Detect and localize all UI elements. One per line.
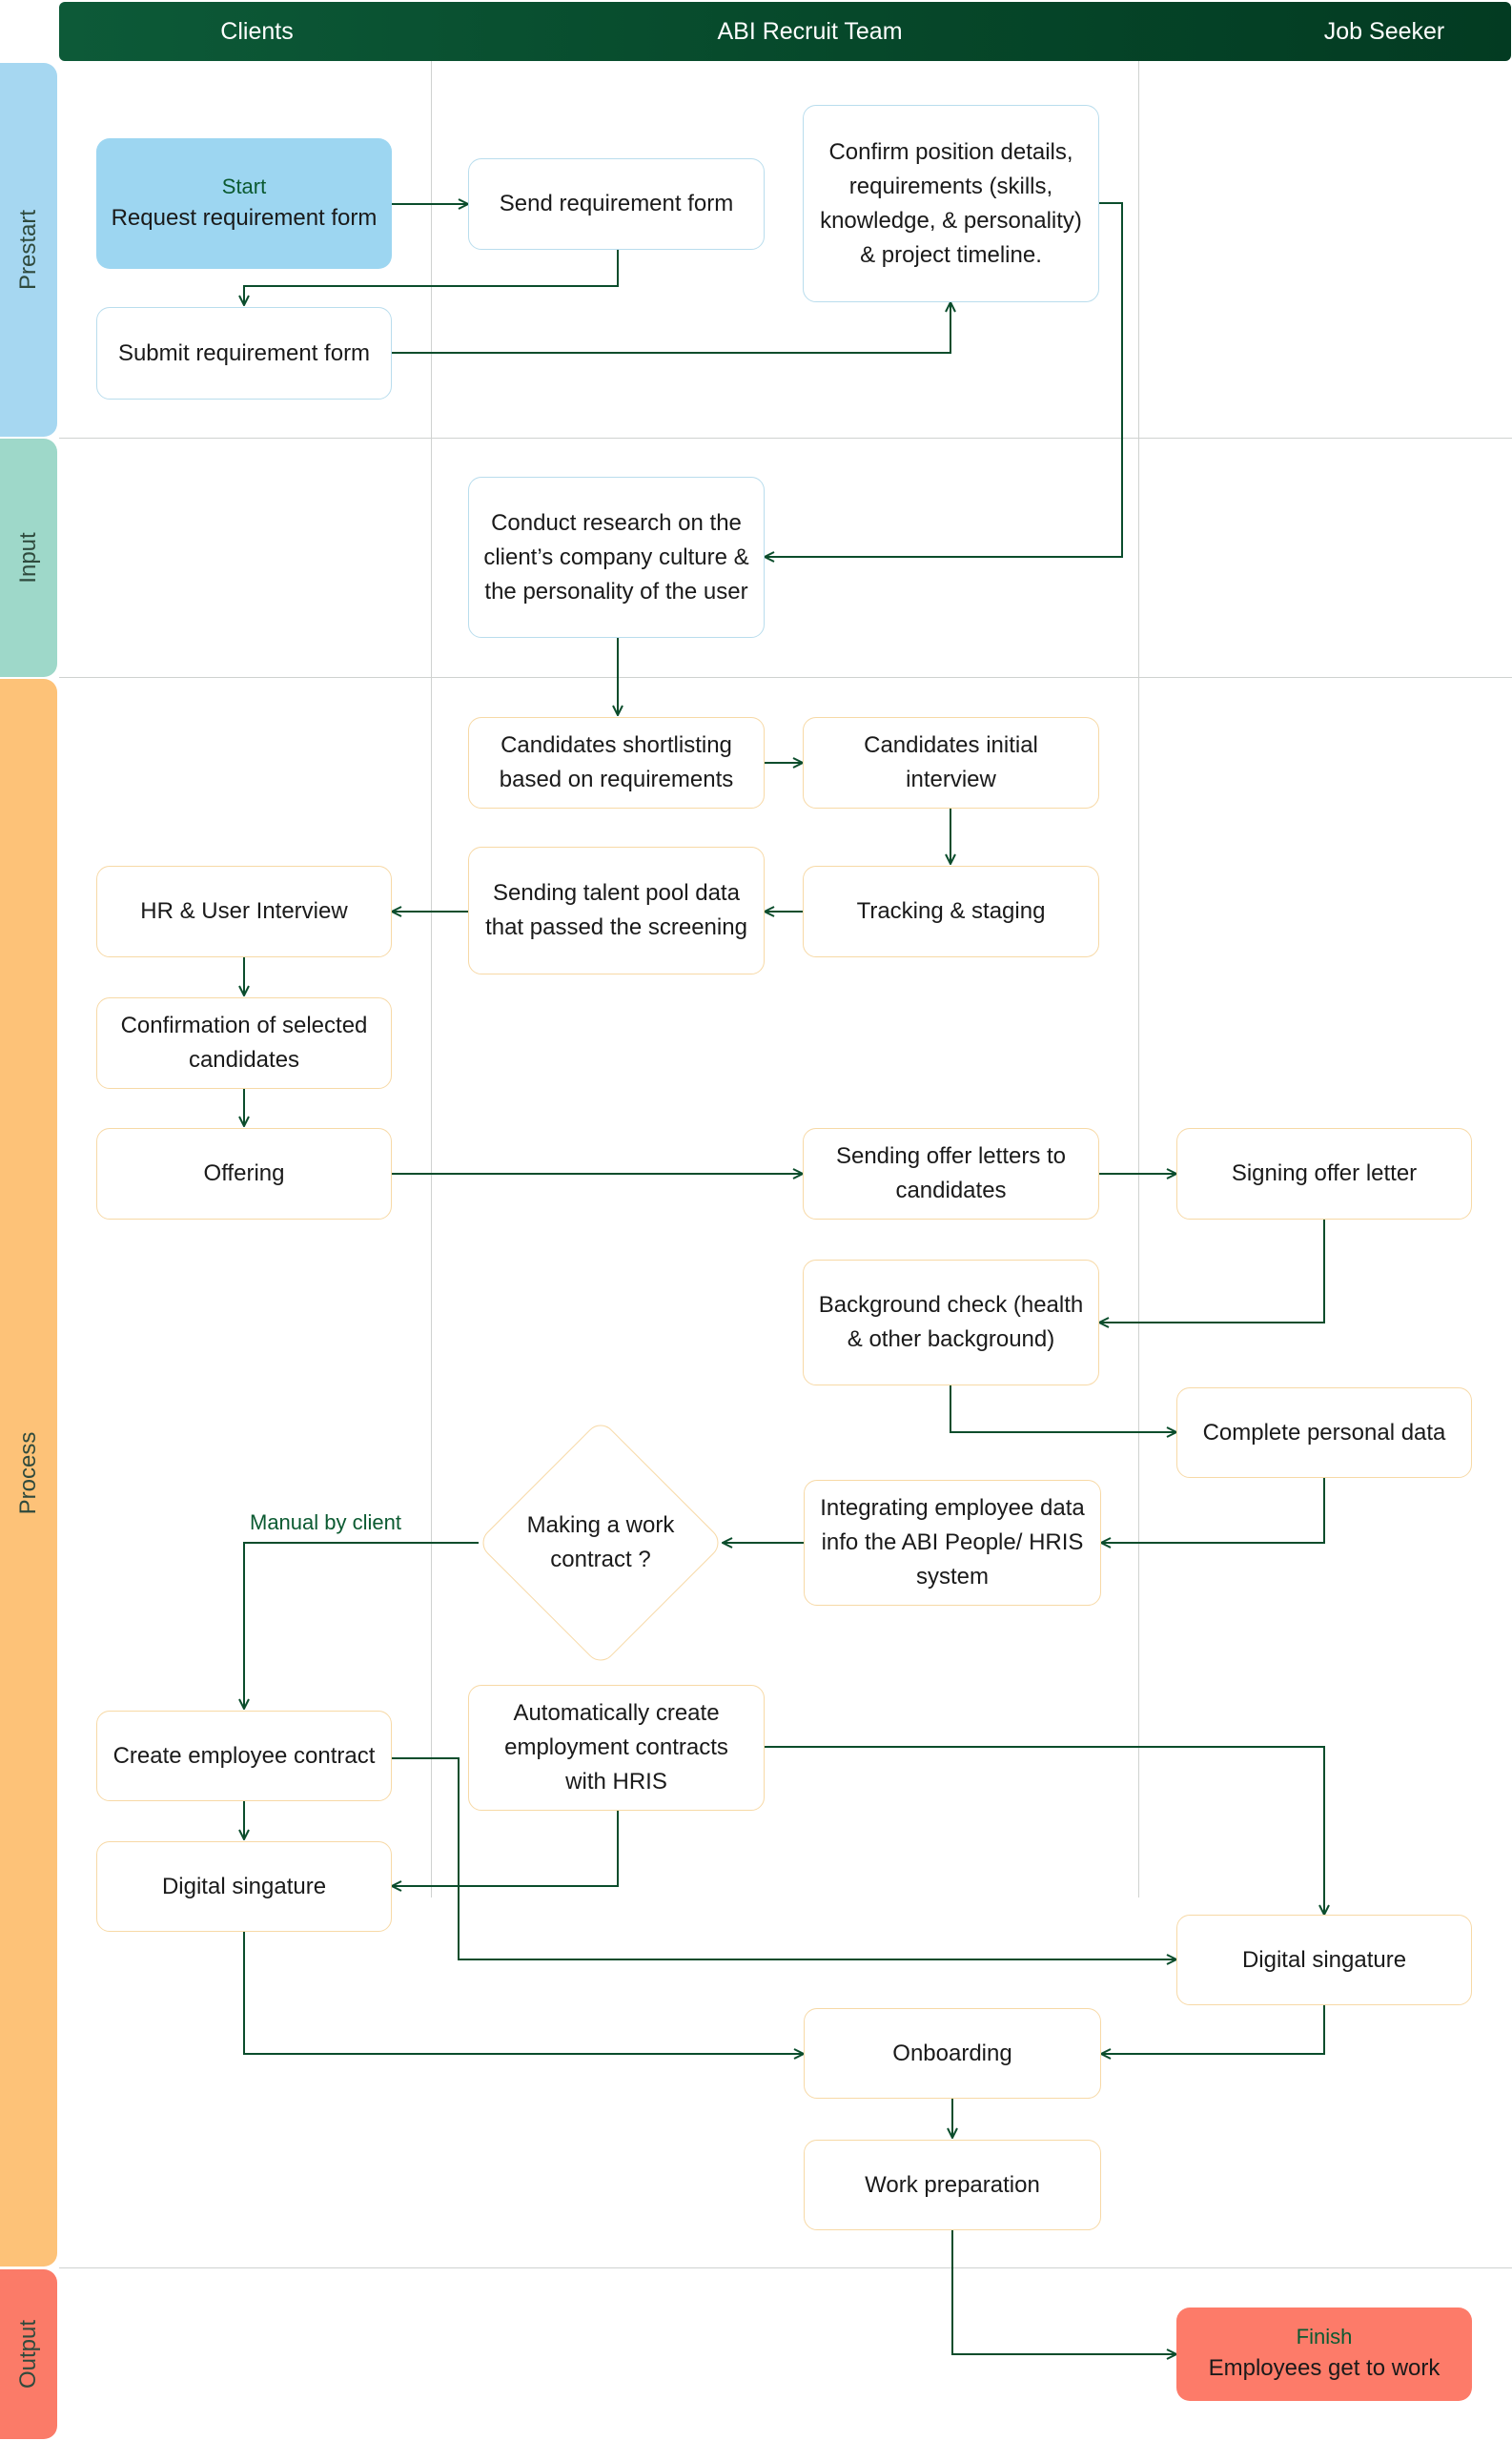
edge-confirm-to-research — [765, 202, 1123, 557]
edge-seeker-sig-to-onboarding — [1101, 2004, 1325, 2054]
node-confirm-details: Confirm position details, requirements (… — [803, 105, 1099, 302]
column-divider-1 — [431, 61, 432, 1897]
node-hr-interview: HR & User Interview — [96, 866, 392, 957]
node-send-form: Send requirement form — [468, 158, 765, 250]
node-research: Conduct research on the client’s company… — [468, 477, 765, 638]
node-personal-data: Complete personal data — [1176, 1387, 1472, 1478]
node-start: Start Request requirement form — [96, 138, 392, 269]
edge-decision-to-create-contract — [244, 1542, 479, 1709]
edge-personal-data-to-integrating — [1101, 1477, 1325, 1543]
lane-divider-prestart-input — [59, 438, 1512, 439]
node-tracking: Tracking & staging — [803, 866, 1099, 957]
edge-work-prep-to-finish — [951, 2230, 1176, 2354]
node-offer-letters: Sending offer letters to candidates — [803, 1128, 1099, 1220]
node-submit-form: Submit requirement form — [96, 307, 392, 400]
node-shortlisting: Candidates shortlisting based on require… — [468, 717, 765, 809]
node-initial-interview: Candidates initial interview — [803, 717, 1099, 809]
lane-prestart: Prestart — [0, 63, 57, 437]
node-confirmation: Confirmation of selected candidates — [96, 997, 392, 1089]
node-background-check: Background check (health & other backgro… — [803, 1260, 1099, 1385]
edge-submit-to-confirm — [392, 302, 950, 354]
lane-process: Process — [0, 679, 57, 2267]
edge-client-sig-to-onboarding — [243, 1932, 804, 2054]
edge-auto-contract-to-digital-sig — [392, 1811, 619, 1886]
node-signing: Signing offer letter — [1176, 1128, 1472, 1220]
column-title-recruit-team: ABI Recruit Team — [717, 18, 903, 45]
start-tag: Start — [221, 174, 267, 198]
edge-send-form-to-submit — [244, 248, 619, 305]
lane-divider-process-output — [59, 2267, 1512, 2268]
edge-auto-contract-to-seeker-sig — [765, 1746, 1324, 1915]
edge-signing-to-background — [1099, 1220, 1325, 1323]
node-create-contract: Create employee contract — [96, 1711, 392, 1801]
node-auto-contract: Automatically create employment contract… — [468, 1685, 765, 1811]
node-work-preparation: Work preparation — [804, 2140, 1101, 2230]
decision-label: Making a work contract ? — [526, 1512, 675, 1572]
node-start-label: Request requirement form — [111, 204, 378, 231]
lane-output: Output — [0, 2269, 57, 2439]
edge-background-to-personal-data — [950, 1385, 1176, 1432]
column-divider-2 — [1138, 61, 1139, 1897]
node-onboarding: Onboarding — [804, 2008, 1101, 2099]
edge-create-contract-to-seeker-sig — [392, 1757, 1176, 1959]
node-finish: Finish Employees get to work — [1176, 2308, 1472, 2401]
column-header-bar: Clients ABI Recruit Team Job Seeker — [59, 2, 1511, 61]
node-digital-signature-client: Digital singature — [96, 1841, 392, 1932]
node-talent-pool: Sending talent pool data that passed the… — [468, 847, 765, 974]
finish-tag: Finish — [1296, 2325, 1353, 2349]
node-integrating: Integrating employee data info the ABI P… — [804, 1480, 1101, 1606]
column-title-clients: Clients — [220, 18, 294, 45]
node-offering: Offering — [96, 1128, 392, 1220]
lane-input: Input — [0, 439, 57, 677]
node-digital-signature-seeker: Digital singature — [1176, 1915, 1472, 2005]
node-finish-label: Employees get to work — [1208, 2355, 1440, 2381]
lane-divider-input-process — [59, 677, 1512, 678]
edge-label-manual: Manual by client — [250, 1510, 401, 1534]
column-title-job-seeker: Job Seeker — [1323, 18, 1445, 45]
